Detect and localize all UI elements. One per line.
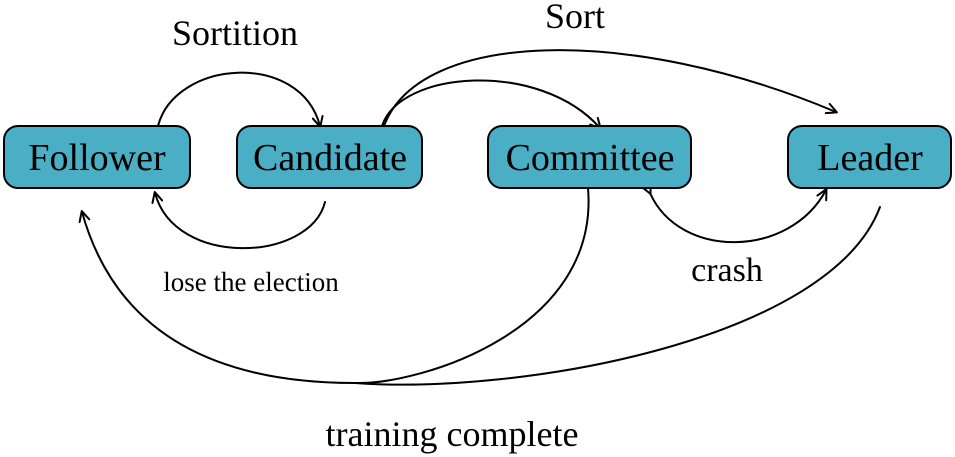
node-leader-label: Leader: [817, 137, 923, 179]
node-follower-label: Follower: [28, 137, 166, 179]
edge-sortition: [157, 71, 324, 128]
label-sort: Sort: [545, 0, 605, 36]
node-follower: Follower: [3, 125, 191, 189]
node-committee-label: Committee: [506, 137, 675, 179]
edge-lose-election: [151, 191, 326, 250]
label-crash: crash: [691, 252, 763, 289]
node-committee: Committee: [487, 125, 692, 189]
edge-crash: [640, 181, 828, 244]
label-training-complete: training complete: [326, 414, 579, 454]
edge-training-leader: [354, 206, 881, 386]
edge-sort-leader: [383, 49, 838, 127]
label-lose-election: lose the election: [163, 267, 339, 297]
label-sortition: Sortition: [172, 13, 298, 53]
node-candidate-label: Candidate: [253, 137, 407, 179]
edge-sort-committee: [381, 79, 602, 130]
node-leader: Leader: [787, 125, 952, 189]
node-candidate: Candidate: [236, 125, 423, 189]
